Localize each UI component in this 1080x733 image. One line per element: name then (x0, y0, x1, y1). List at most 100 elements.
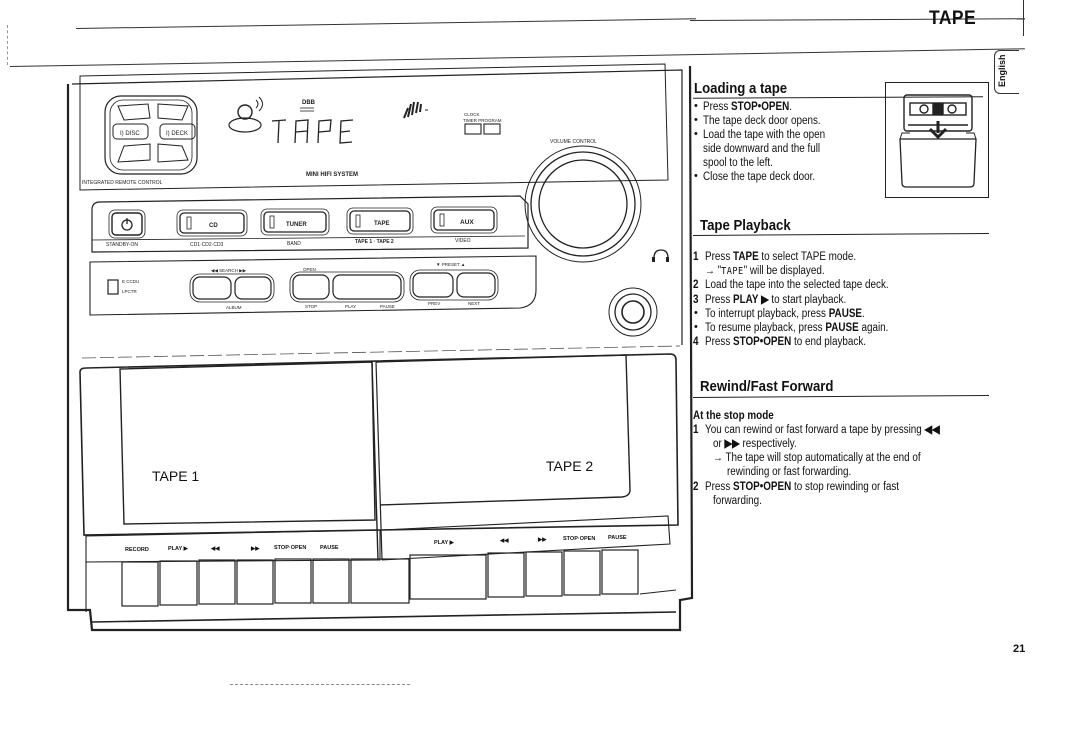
brand-label: MINI HIFI SYSTEM (306, 172, 358, 178)
headphone-icon (652, 249, 669, 262)
deck2-key-rewind-label: ◀◀ (500, 538, 509, 544)
program-button (483, 123, 501, 135)
device-outline (66, 65, 694, 632)
svg-text:I) DISC: I) DISC (120, 131, 140, 137)
svg-text:STOP: STOP (305, 304, 317, 309)
section-title-loading: Loading a tape (694, 80, 788, 97)
svg-text:STANDBY-ON: STANDBY-ON (106, 242, 138, 248)
deck1-keys (121, 558, 410, 607)
loading-step-2: The tape deck door opens. (703, 115, 821, 127)
clock-timer-button (464, 123, 482, 135)
rewind-step-1-result: → The tape will stop automatically at th… (713, 452, 921, 464)
bullet: • (694, 307, 698, 319)
rewind-step-1-result-cont: rewinding or fast forwarding. (727, 466, 852, 478)
svg-text:VOLUME CONTROL: VOLUME CONTROL (550, 139, 597, 145)
svg-text:LPCTR: LPCTR (122, 289, 138, 294)
playback-step-1: Press TAPE to select TAPE mode. (705, 251, 857, 263)
svg-text:▼ PRESET ▲: ▼ PRESET ▲ (436, 262, 465, 267)
rewind-step-1-cont: or ▶▶ respectively. (713, 438, 797, 450)
step-number: 2 (693, 481, 699, 493)
device-illustration: I) DISC I) DECK DBB CLOCK TIMER PROGRAM … (66, 63, 694, 632)
deck1-key-rewind-label: ◀◀ (211, 546, 220, 552)
svg-text:CD: CD (209, 223, 218, 229)
loading-step-3: Load the tape with the open (703, 129, 826, 141)
section-title-playback: Tape Playback (700, 217, 791, 234)
language-tab-label: English (997, 54, 1007, 87)
step-number: 1 (693, 251, 699, 263)
playback-step-3: Press PLAY ▶ to start playback. (705, 294, 847, 306)
left-margin-mark (7, 25, 8, 65)
bullet: • (694, 170, 698, 182)
deck2-key-pause-label: PAUSE (608, 535, 627, 541)
svg-text:AUX: AUX (460, 219, 474, 226)
tape-door (899, 138, 977, 188)
loading-step-1: Press STOP•OPEN. (703, 101, 793, 113)
svg-text:BAND: BAND (287, 241, 301, 247)
deck1-door (119, 361, 376, 525)
loading-step-3-cont: side downward and the full (703, 143, 821, 155)
deck1-label: TAPE 1 (152, 468, 200, 484)
bullet: • (694, 321, 698, 333)
deck1-key-pause-label: PAUSE (320, 545, 339, 551)
step-number: 3 (693, 294, 699, 306)
deck2-key-stop-label: STOP·OPEN (563, 536, 596, 542)
lcd-display (271, 119, 354, 144)
loading-step-3-cont2: spool to the left. (703, 157, 773, 169)
headphone-jack (608, 287, 658, 337)
svg-text:◀◀ SEARCH ▶▶: ◀◀ SEARCH ▶▶ (211, 268, 247, 273)
svg-text:NEXT: NEXT (468, 301, 480, 306)
volume-knob-outer (524, 145, 642, 263)
rewind-step-2-cont: forwarding. (713, 495, 762, 507)
playback-step-2: Load the tape into the selected tape dec… (705, 279, 889, 291)
deck1-key-ff-label: ▶▶ (251, 546, 260, 552)
playback-tip-resume: To resume playback, press PAUSE again. (705, 322, 889, 334)
bullet: • (694, 114, 698, 126)
bullet: • (694, 128, 698, 140)
bullet: • (694, 100, 698, 112)
header-divider (1023, 0, 1024, 36)
deck2-door (375, 354, 631, 506)
svg-text:PAUSE: PAUSE (380, 304, 395, 309)
svg-text:PLAY: PLAY (345, 304, 356, 309)
playback-tip-pause: To interrupt playback, press PAUSE. (705, 308, 865, 320)
svg-text:PREV: PREV (428, 301, 440, 306)
remote-control-panel: I) DISC I) DECK (104, 95, 198, 175)
step-number: 4 (693, 336, 699, 348)
step-number: 1 (693, 424, 699, 436)
dbb-indicator: DBB (302, 100, 316, 106)
rewind-step-2: Press STOP•OPEN to stop rewinding or fas… (705, 481, 900, 493)
deck2-keys (409, 549, 639, 600)
scan-mark (230, 684, 410, 685)
svg-text:TAPE 1 · TAPE 2: TAPE 1 · TAPE 2 (355, 239, 394, 245)
loading-step-4: Close the tape deck door. (703, 171, 816, 183)
svg-text:E CCDU: E CCDU (122, 279, 139, 284)
deck2-key-ff-label: ▶▶ (538, 537, 547, 543)
volume-knob (538, 159, 628, 249)
svg-text:CD1·CD2·CD3: CD1·CD2·CD3 (190, 242, 224, 248)
section-title-rewind: Rewind/Fast Forward (700, 378, 834, 395)
svg-text:CLOCK: CLOCK (464, 112, 480, 117)
svg-text:I) DECK: I) DECK (166, 131, 188, 137)
sound-wave-icon (403, 101, 428, 119)
svg-text:ALBUM: ALBUM (226, 305, 242, 310)
deck1-key-record-label: RECORD (125, 547, 149, 553)
cassette-loading-illustration (885, 82, 989, 198)
svg-text:INTEGRATED REMOTE CONTROL: INTEGRATED REMOTE CONTROL (82, 180, 163, 186)
deck2-key-play-label: PLAY ▶ (434, 540, 454, 546)
deck2-label: TAPE 2 (546, 458, 594, 474)
rewind-subtitle: At the stop mode (693, 410, 774, 422)
rewind-step-1: You can rewind or fast forward a tape by… (705, 424, 940, 436)
deck1-key-play-label: PLAY ▶ (168, 546, 188, 552)
svg-text:VIDEO: VIDEO (455, 238, 471, 244)
svg-text:TIMER PROGRAM: TIMER PROGRAM (463, 118, 502, 123)
svg-text:OPEN: OPEN (303, 267, 316, 272)
playback-step-4: Press STOP•OPEN to end playback. (705, 336, 867, 348)
svg-text:TAPE: TAPE (374, 221, 390, 227)
step-number: 2 (693, 279, 699, 291)
svg-text:TUNER: TUNER (286, 222, 307, 228)
insert-arrow-icon (928, 121, 948, 140)
playback-step-1-result: → "TAPE" will be displayed. (705, 265, 825, 277)
remote-sensor-icon (228, 96, 263, 133)
language-tab: English (994, 50, 1019, 94)
deck1-key-stop-label: STOP·OPEN (274, 545, 307, 551)
